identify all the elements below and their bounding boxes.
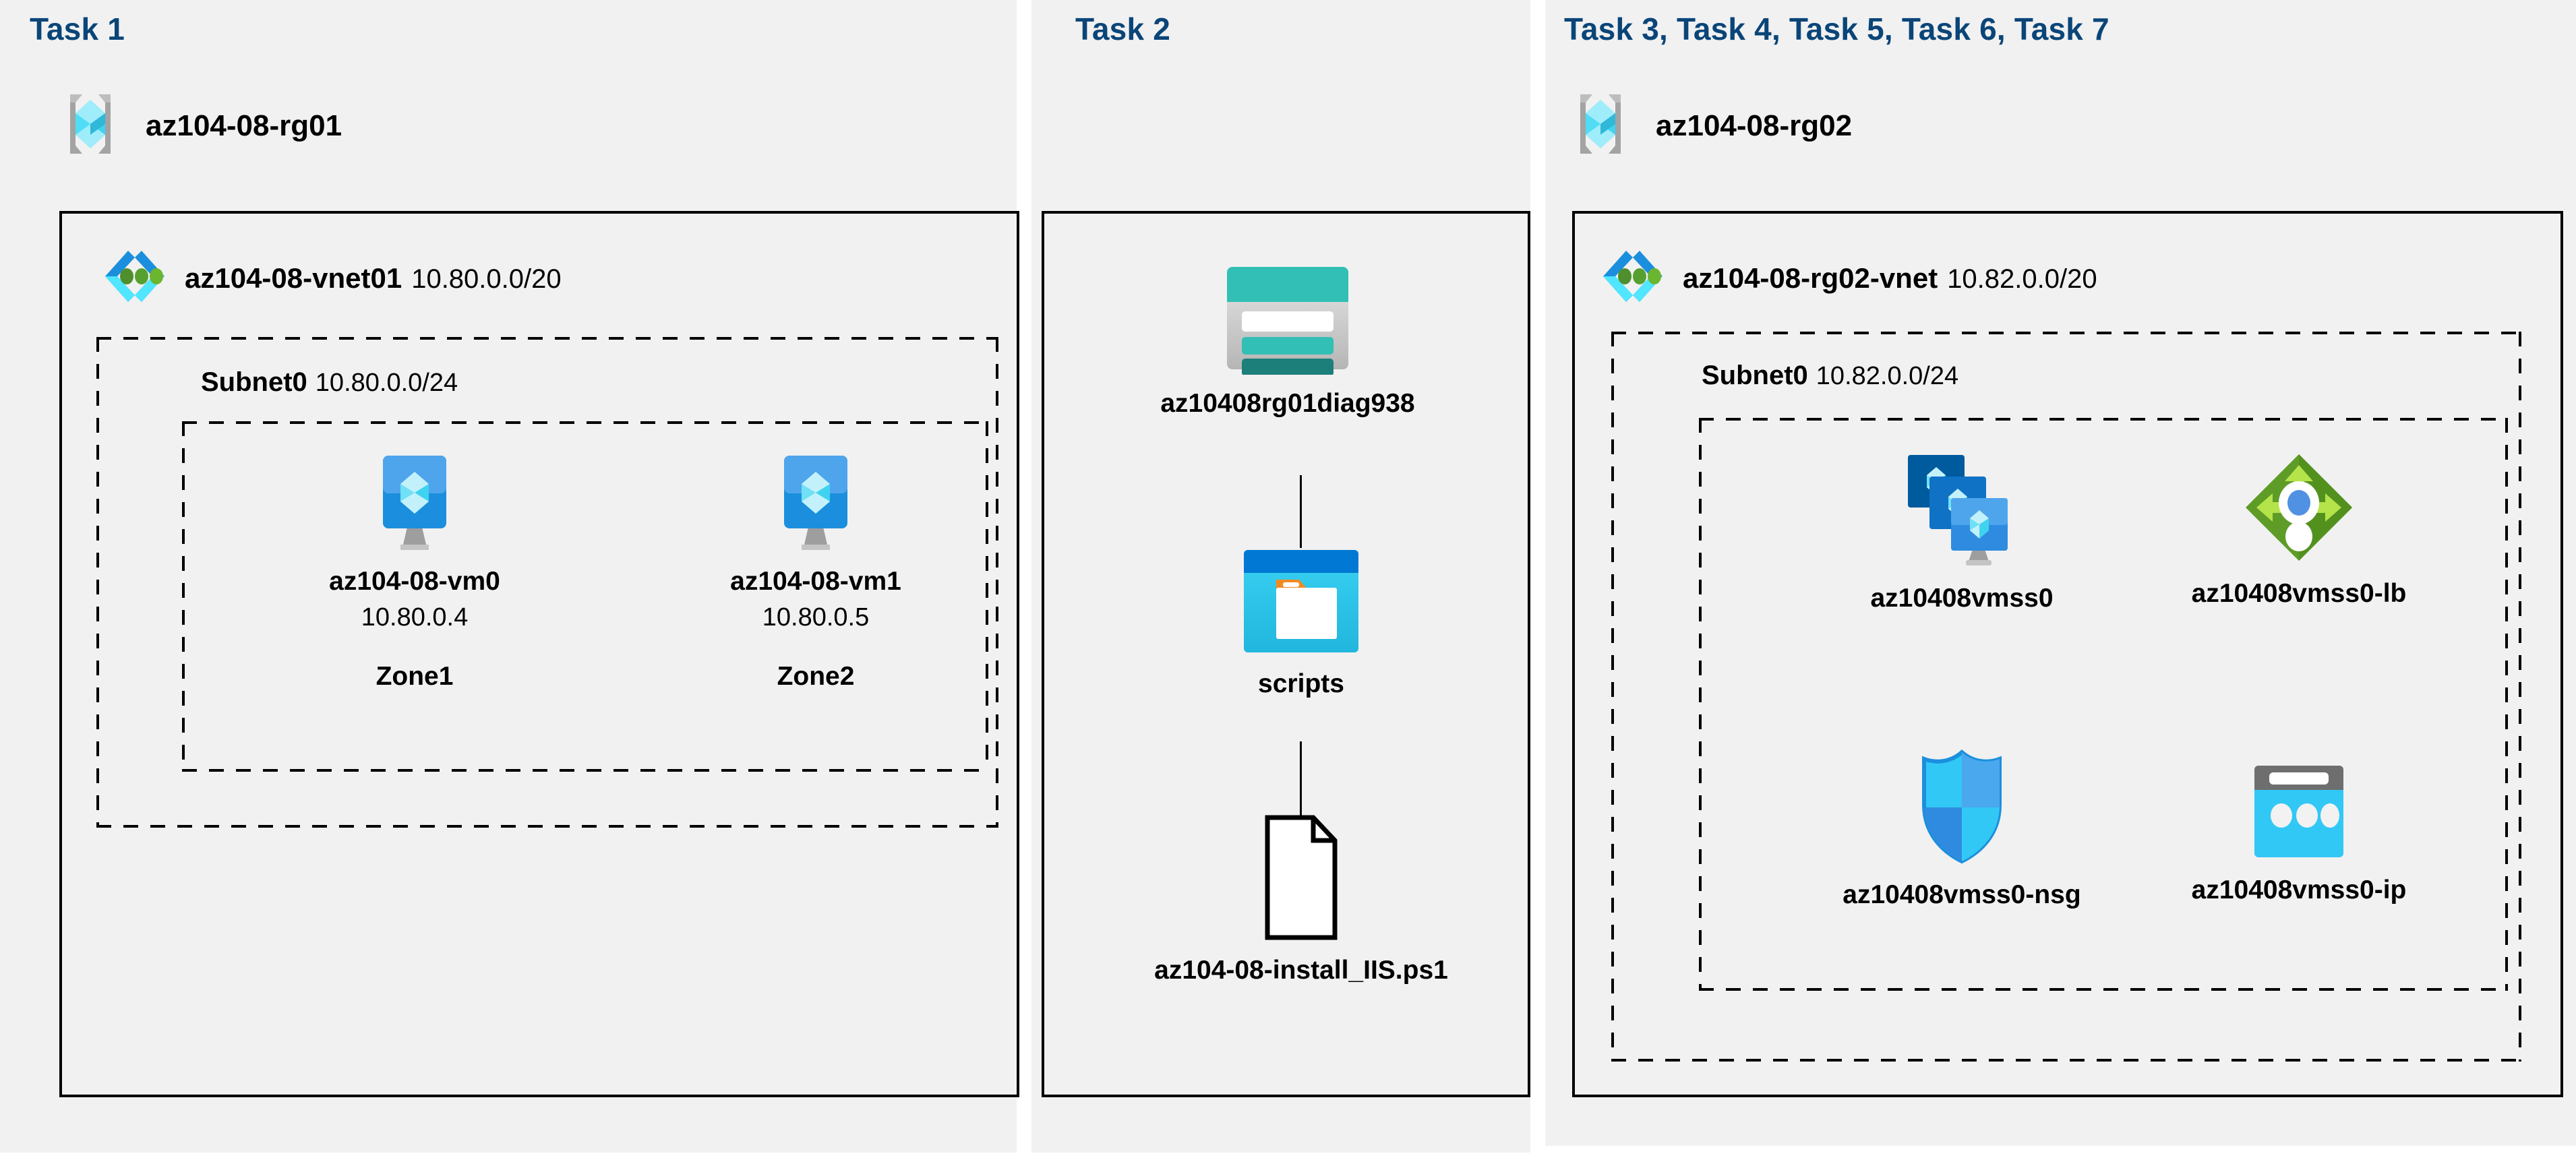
storage-account-node[interactable]: az10408rg01diag938 (1092, 262, 1483, 419)
public-ip-address-icon (2249, 762, 2349, 865)
task1-vm-group-box (182, 421, 988, 772)
task3to7-subnet-label: Subnet0 10.82.0.0/24 (1702, 361, 1958, 391)
vm-node-az104-08-vm1[interactable]: az104-08-vm1 10.80.0.5 Zone2 (681, 452, 951, 692)
nsg-label: az10408vmss0-nsg (1843, 880, 2081, 909)
virtual-network-icon (100, 241, 170, 315)
blob-container-node[interactable]: scripts (1146, 547, 1456, 699)
task3to7-subnet-cidr: 10.82.0.0/24 (1816, 362, 1959, 390)
vm-label: az104-08-vm1 (730, 567, 901, 596)
resource-group-icon (53, 86, 128, 165)
task3to7-title: Task 3, Task 4, Task 5, Task 6, Task 7 (1564, 11, 2109, 47)
script-file-node[interactable]: az104-08-install_IIS.ps1 (1065, 814, 1537, 985)
task3to7-subnet-name: Subnet0 (1702, 361, 1808, 390)
virtual-machine-icon (371, 452, 458, 556)
task3to7-resource-group-label: az104-08-rg02 (1656, 109, 1853, 142)
task1-subnet-label: Subnet0 10.80.0.0/24 (201, 367, 458, 398)
vm-ip: 10.80.0.4 (361, 603, 469, 632)
vmss-label: az10408vmss0 (1870, 584, 2054, 613)
task2-title: Task 2 (1075, 11, 1170, 47)
task1-vnet-cidr: 10.80.0.0/20 (411, 264, 562, 294)
vmss-node[interactable]: az10408vmss0 (1820, 448, 2103, 613)
load-balancer-node[interactable]: az10408vmss0-lb (2157, 450, 2440, 609)
vm-scale-set-icon (1901, 448, 2023, 573)
container-to-file-connector (1300, 741, 1302, 816)
task1-vnet-header: az104-08-vnet01 10.80.0.0/20 (100, 241, 562, 315)
blob-container-icon (1241, 547, 1361, 658)
load-balancer-label: az10408vmss0-lb (2191, 579, 2407, 608)
blob-container-label: scripts (1258, 669, 1344, 698)
vm-label: az104-08-vm0 (329, 567, 500, 596)
task3to7-vnet-header: az104-08-rg02-vnet 10.82.0.0/20 (1598, 241, 2097, 315)
storage-account-label: az10408rg01diag938 (1160, 389, 1415, 418)
virtual-network-icon (1598, 241, 1668, 315)
vm-zone: Zone1 (376, 662, 454, 691)
load-balancer-icon (2242, 450, 2356, 568)
virtual-machine-icon (772, 452, 860, 556)
task1-subnet-cidr: 10.80.0.0/24 (315, 369, 458, 397)
task1-resource-group: az104-08-rg01 (53, 86, 342, 165)
storage-account-icon (1223, 262, 1352, 378)
storage-to-container-connector (1300, 475, 1302, 548)
vm-zone: Zone2 (777, 662, 855, 691)
vm-ip: 10.80.0.5 (762, 603, 870, 632)
task3to7-resource-group: az104-08-rg02 (1563, 86, 1852, 165)
file-icon (1261, 814, 1342, 945)
vm-node-az104-08-vm0[interactable]: az104-08-vm0 10.80.0.4 Zone1 (280, 452, 549, 692)
task3to7-vnet-cidr: 10.82.0.0/20 (1947, 264, 2097, 294)
task3to7-vnet-name: az104-08-rg02-vnet (1683, 262, 1938, 294)
task1-vnet-name: az104-08-vnet01 (185, 262, 402, 294)
task1-title: Task 1 (30, 11, 125, 47)
network-security-group-icon (1915, 748, 2009, 869)
script-file-label: az104-08-install_IIS.ps1 (1154, 956, 1448, 985)
task3to7-resource-group-box (1699, 418, 2508, 991)
task1-subnet-name: Subnet0 (201, 367, 307, 397)
public-ip-label: az10408vmss0-ip (2191, 876, 2407, 904)
resource-group-icon (1563, 86, 1638, 165)
task1-resource-group-label: az104-08-rg01 (146, 109, 342, 142)
nsg-node[interactable]: az10408vmss0-nsg (1793, 748, 2130, 910)
public-ip-node[interactable]: az10408vmss0-ip (2157, 762, 2440, 905)
